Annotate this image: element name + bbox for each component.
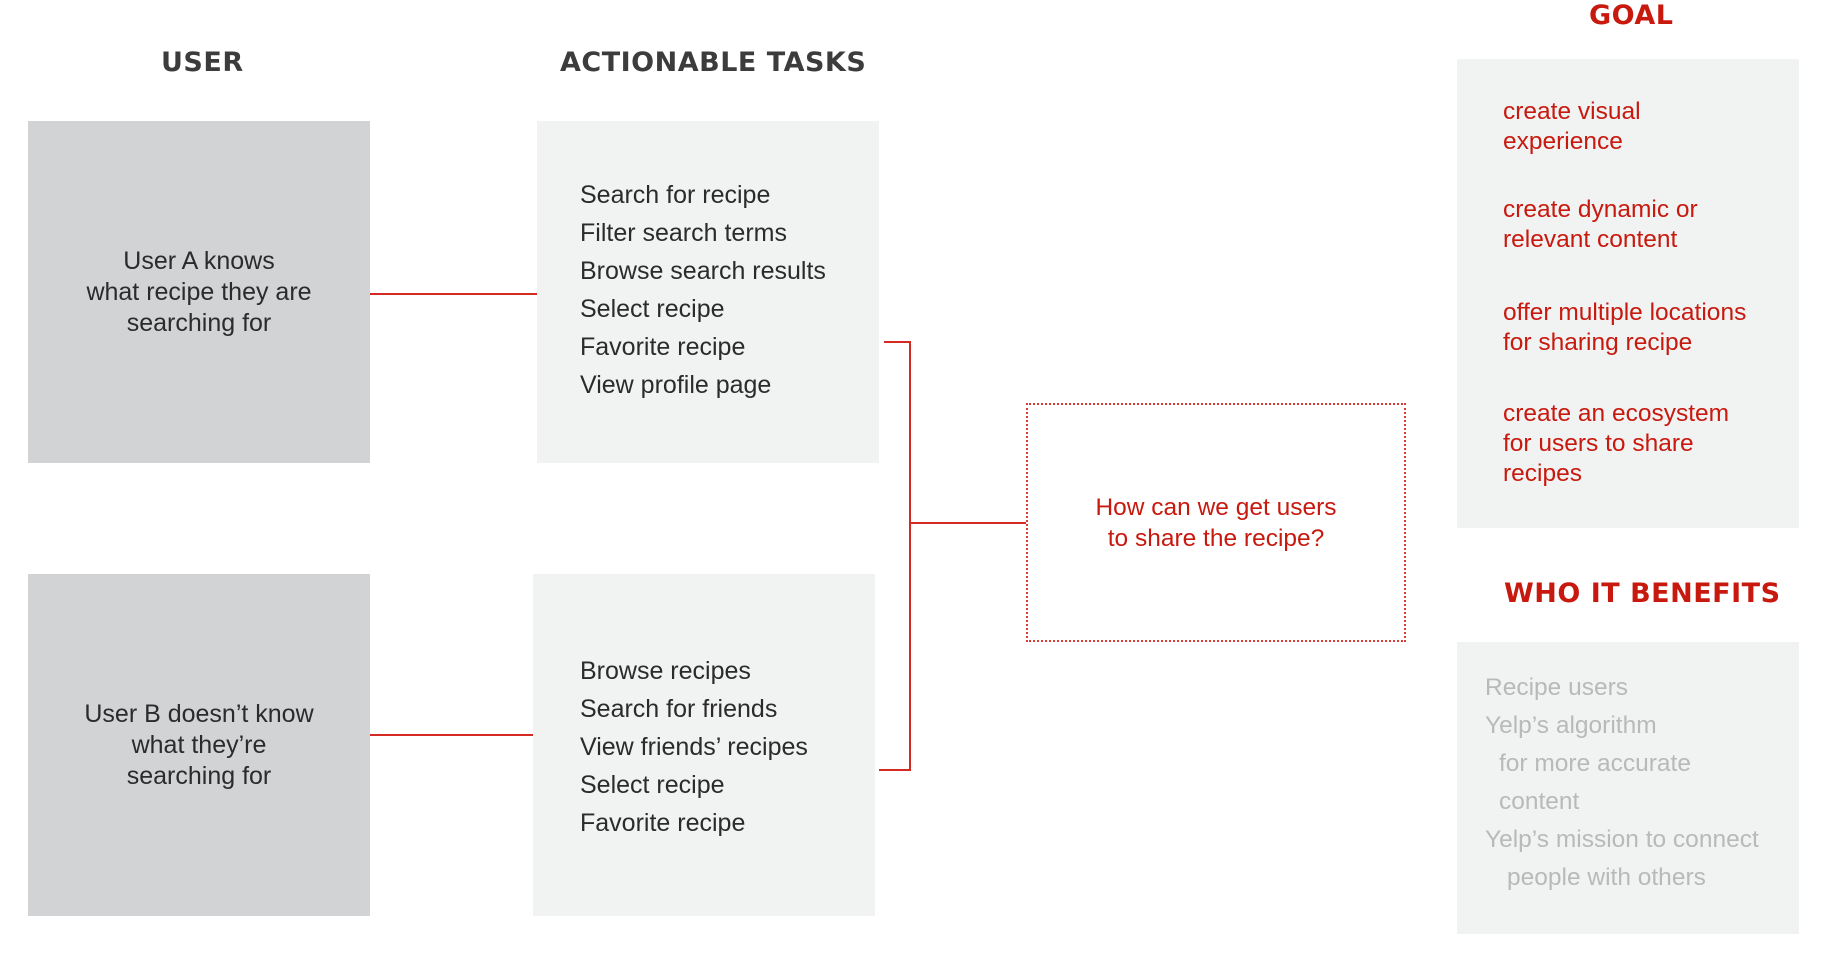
task-item: Search for recipe [580, 181, 771, 209]
user-a-line: searching for [126, 308, 272, 337]
goal-line: relevant content [1503, 226, 1678, 253]
goal-item: create visual experience [1503, 97, 1641, 157]
goal-line: recipes [1503, 460, 1582, 487]
goal-line: offer multiple locations [1503, 299, 1747, 326]
tasks-a-box: Search for recipe Filter search terms Br… [537, 121, 879, 463]
benefit-item: Yelp’s mission to connect [1485, 826, 1759, 853]
task-item: Browse recipes [580, 657, 751, 685]
goal-item: offer multiple locations for sharing rec… [1503, 298, 1746, 358]
user-b-line: User B doesn’t know [84, 699, 314, 728]
goal-line: for users to share [1503, 430, 1694, 457]
question-line: How can we get users [1095, 493, 1337, 521]
user-b-line: searching for [126, 761, 272, 790]
benefit-item: content [1499, 788, 1580, 815]
user-a-line: User A knows [123, 246, 275, 275]
user-b-line: what they’re [131, 730, 267, 759]
tasks-b-box: Browse recipes Search for friends View f… [533, 574, 875, 916]
task-item: Favorite recipe [580, 333, 746, 361]
goal-line: experience [1503, 128, 1623, 155]
user-b-box: User B doesn’t know what they’re searchi… [28, 574, 370, 916]
task-item: View friends’ recipes [580, 733, 808, 761]
goal-line: create dynamic or [1503, 196, 1698, 223]
benefits-heading: WHO IT BENEFITS [1504, 578, 1781, 609]
benefits-box: Recipe users Yelp’s algorithm for more a… [1457, 642, 1799, 934]
task-item: View profile page [580, 371, 772, 399]
tasks-heading: ACTIONABLE TASKS [560, 47, 867, 78]
goal-item: create dynamic or relevant content [1503, 195, 1698, 255]
task-item: Favorite recipe [580, 809, 746, 837]
task-item: Browse search results [580, 257, 826, 285]
goal-line: create an ecosystem [1503, 400, 1730, 427]
connector-tasks-bracket [879, 341, 911, 771]
user-a-box: User A knows what recipe they are search… [28, 121, 370, 463]
benefit-item: for more accurate [1499, 750, 1691, 777]
goal-item: create an ecosystem for users to share r… [1503, 399, 1729, 489]
task-item: Select recipe [580, 771, 725, 799]
user-heading: USER [161, 47, 244, 78]
benefit-item: people with others [1507, 864, 1706, 891]
benefit-item: Recipe users [1485, 674, 1628, 701]
goal-heading: GOAL [1589, 0, 1674, 31]
benefit-item: Yelp’s algorithm [1485, 712, 1657, 739]
goal-box: create visual experience create dynamic … [1457, 59, 1799, 528]
user-a-line: what recipe they are [86, 277, 312, 306]
question-box: How can we get users to share the recipe… [1026, 403, 1406, 642]
task-item: Select recipe [580, 295, 725, 323]
goal-line: create visual [1503, 98, 1641, 125]
task-item: Search for friends [580, 695, 778, 723]
goal-line: for sharing recipe [1503, 329, 1693, 356]
question-line: to share the recipe? [1107, 524, 1325, 552]
task-item: Filter search terms [580, 219, 787, 247]
